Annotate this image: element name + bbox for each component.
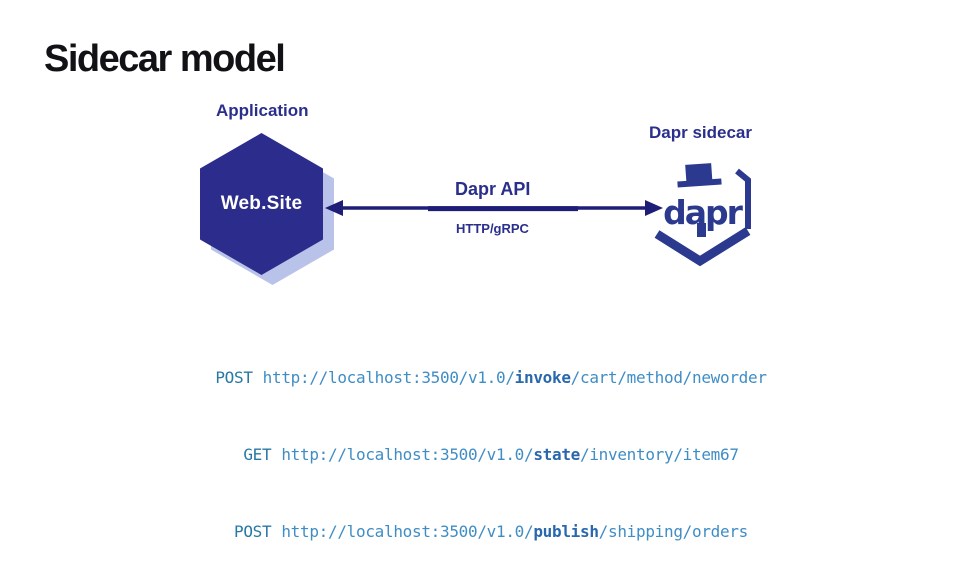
http-method: POST (233, 522, 272, 541)
url-prefix: http://localhost:3500/v1.0/ (281, 445, 534, 464)
url-suffix: /shipping/orders (598, 522, 749, 541)
hexagon-label: Web.Site (220, 193, 303, 214)
code-line-publish: POST http://localhost:3500/v1.0/publish/s… (22, 522, 960, 541)
dapr-bracket-stroke (735, 168, 751, 229)
dapr-api-label: Dapr API (455, 179, 531, 199)
code-line-state: GET http://localhost:3500/v1.0/state/inve… (22, 445, 960, 464)
dapr-chevron-stroke (654, 227, 751, 267)
url-suffix: /cart/method/neworder (570, 368, 767, 387)
api-keyword: state (533, 445, 580, 464)
slide: { "slide": { "title": "Sidecar model", "… (44, 38, 767, 541)
url-prefix: http://localhost:3500/v1.0/ (262, 368, 515, 387)
http-grpc-label: HTTP/gRPC (456, 221, 529, 236)
dapr-wordmark-descender (697, 223, 706, 237)
url-prefix: http://localhost:3500/v1.0/ (281, 522, 534, 541)
application-hexagon: Web.Site (200, 133, 323, 275)
application-label: Application (216, 101, 309, 120)
api-keyword: invoke (514, 368, 571, 387)
http-method: POST (215, 368, 253, 387)
code-line-invoke: POST http://localhost:3500/v1.0/invoke/ca… (22, 368, 960, 387)
dapr-sidecar-label: Dapr sidecar (649, 123, 752, 142)
slide-title: Sidecar model (44, 38, 286, 80)
dapr-logo: dapr (654, 163, 751, 267)
dapr-hat-icon (677, 163, 722, 188)
api-keyword: publish (533, 522, 599, 541)
http-method: GET (243, 445, 272, 464)
url-suffix: /inventory/item67 (580, 445, 739, 464)
bidirectional-arrow-icon (325, 200, 663, 216)
code-block: POST http://localhost:3500/v1.0/invoke/ca… (22, 330, 960, 580)
